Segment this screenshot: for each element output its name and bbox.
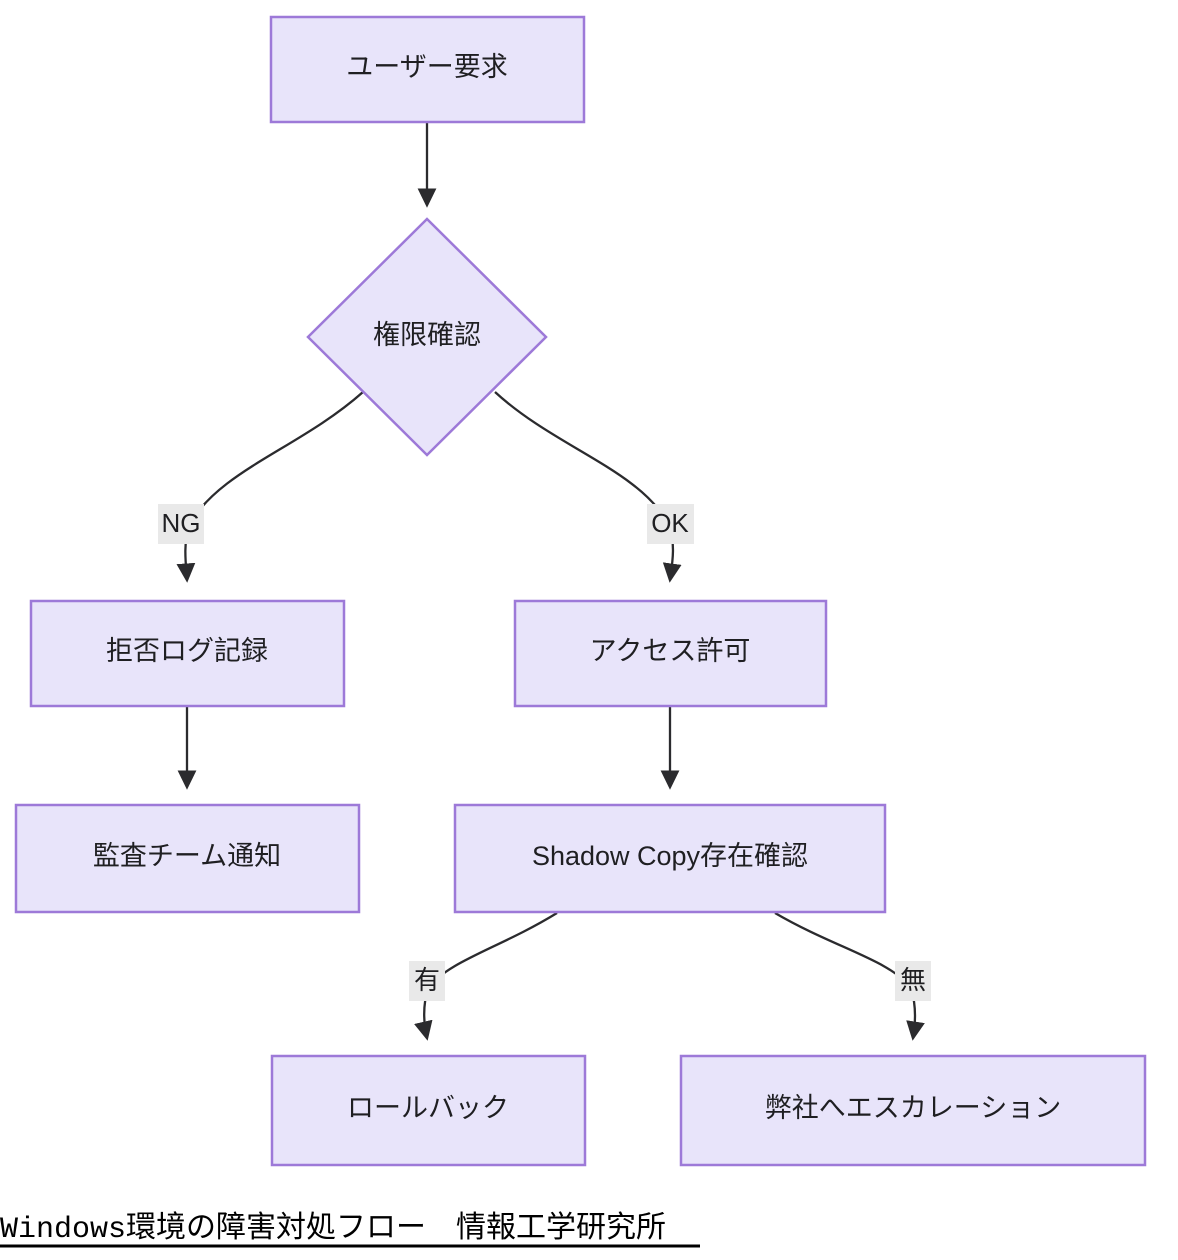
node-audit-notify-shape[interactable] — [14, 803, 361, 914]
node-rollback-label: ロールバック — [347, 1093, 509, 1123]
node-shadow-copy-shape[interactable] — [453, 803, 887, 914]
edge-label-yes: 有 — [409, 961, 445, 1001]
edge-label-ng-text: NG — [162, 508, 201, 538]
node-user-request[interactable]: ユーザー要求 — [269, 15, 586, 124]
node-deny-log-label: 拒否ログ記録 — [106, 636, 268, 666]
node-perm-check[interactable]: 権限確認 — [306, 217, 548, 457]
node-escalation-shape[interactable] — [679, 1054, 1147, 1167]
node-access-allow-shape[interactable] — [513, 599, 828, 708]
node-deny-log-shape[interactable] — [29, 599, 346, 708]
node-escalation[interactable]: 弊社へエスカレーション — [679, 1054, 1147, 1167]
node-shadow-copy[interactable]: Shadow Copy存在確認 — [453, 803, 887, 914]
node-deny-log[interactable]: 拒否ログ記録 — [29, 599, 346, 708]
node-perm-check-shape[interactable] — [306, 217, 548, 457]
edge-label-ng: NG — [158, 504, 204, 544]
node-rollback-shape[interactable] — [270, 1054, 587, 1167]
edge-label-ng-bg — [158, 504, 204, 544]
diagram-caption: Windows環境の障害対処フロー 情報工学研究所 — [0, 1211, 700, 1248]
edge-label-yes-bg — [409, 961, 445, 1001]
node-escalation-label: 弊社へエスカレーション — [765, 1093, 1061, 1123]
node-user-request-label: ユーザー要求 — [346, 52, 507, 82]
edge-label-ok: OK — [647, 504, 694, 544]
node-perm-check-label: 権限確認 — [373, 320, 481, 350]
node-access-allow[interactable]: アクセス許可 — [513, 599, 828, 708]
edge-label-ok-text: OK — [651, 508, 689, 538]
node-rollback[interactable]: ロールバック — [270, 1054, 587, 1167]
node-user-request-shape[interactable] — [269, 15, 586, 124]
edge-perm-check-to-access-allow — [494, 391, 682, 583]
edge-label-no: 無 — [895, 961, 931, 1001]
node-audit-notify-label: 監査チーム通知 — [93, 841, 281, 871]
edge-label-layer: NG OK 有 無 — [158, 504, 931, 1001]
edge-shadow-copy-to-escalation — [774, 912, 925, 1041]
node-audit-notify[interactable]: 監査チーム通知 — [14, 803, 361, 914]
caption-label: Windows環境の障害対処フロー 情報工学研究所 — [0, 1211, 666, 1247]
edge-label-ok-bg — [647, 504, 694, 544]
node-access-allow-label: アクセス許可 — [590, 636, 751, 666]
edge-perm-check-to-deny-log — [176, 391, 364, 583]
edge-label-yes-text: 有 — [414, 965, 440, 995]
edge-label-no-bg — [895, 961, 931, 1001]
node-shadow-copy-label: Shadow Copy存在確認 — [532, 841, 808, 871]
node-layer: ユーザー要求 権限確認 拒否ログ記録 アクセス許可 監査チーム通知 Shadow — [14, 15, 1147, 1167]
edge-label-no-text: 無 — [900, 965, 926, 995]
